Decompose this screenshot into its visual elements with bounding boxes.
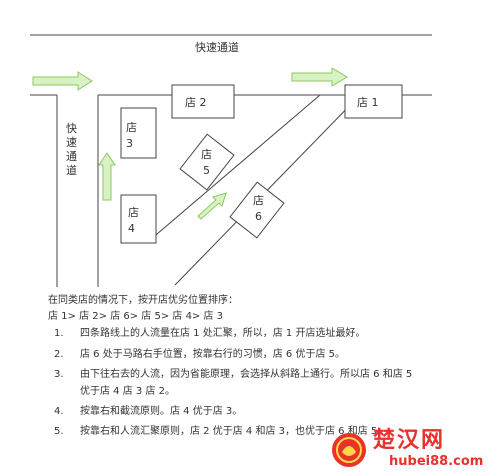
list-item-3-continued: 优于店 4 店 3 店 2。	[80, 386, 175, 397]
store-4-label-a: 店	[128, 205, 139, 219]
arrow-right-icon-top-left	[32, 71, 93, 91]
store-1-label: 店 1	[357, 95, 379, 109]
store-4-label-b: 4	[128, 222, 135, 235]
watermark-logo: 楚汉网 hubei88.com	[329, 429, 494, 471]
watermark-url: hubei88.com	[389, 454, 484, 469]
watermark-emblem-icon	[332, 433, 366, 467]
store-5-box	[179, 133, 235, 191]
list-item-1-text: 四条路线上的人流量在店 1 处汇聚，所以，店 1 开店选址最好。	[80, 328, 366, 339]
store-3-label-b: 3	[126, 137, 133, 150]
list-item-4-text: 按靠右和截流原则。店 4 优于店 3。	[80, 406, 243, 417]
store-6-box	[229, 181, 285, 239]
list-item-1-number: 1.	[54, 328, 64, 339]
list-item-3-number: 3.	[54, 369, 64, 380]
list-item-3-text: 由下往右去的人流，因为省能原理，会选择从斜路上通行。所以店 6 和店 5	[80, 369, 413, 380]
left-road-label-1: 快	[66, 122, 77, 135]
store-5-label-a: 店	[201, 147, 212, 161]
list-item-2-number: 2.	[54, 349, 64, 360]
store-3-label-a: 店	[126, 120, 137, 134]
arrow-right-icon-top-right	[291, 67, 348, 87]
top-road-label: 快速通道	[195, 40, 239, 54]
watermark-title: 楚汉网	[373, 428, 446, 453]
left-road-label-3: 通	[66, 150, 77, 163]
store-1-box	[344, 84, 403, 119]
list-item-5-number: 5.	[54, 426, 64, 437]
arrow-up-icon-left-road	[98, 152, 116, 201]
list-item-2-text: 店 6 处于马路右手位置，按靠右行的习惯，店 6 优于店 5。	[80, 349, 345, 360]
list-item-5-text: 按靠右和人流汇聚原则，店 2 优于店 4 和店 3，也优于店 6 和店 5。	[80, 426, 388, 437]
diagonal-road-upper-edge	[149, 94, 321, 241]
store-6-label-b: 6	[255, 210, 262, 223]
list-item-4-number: 4.	[54, 406, 64, 417]
store-3-box	[120, 107, 157, 159]
store-5-label-b: 5	[203, 164, 210, 177]
store-6-label-a: 店	[253, 193, 264, 207]
ranking-text: 店 1> 店 2> 店 6> 店 5> 店 4> 店 3	[48, 311, 224, 322]
left-road-label-2: 速	[66, 136, 77, 149]
arrow-diagonal-icon	[197, 192, 227, 220]
store-2-box	[171, 84, 235, 119]
store-location-diagram: 快速通道 快 速 通 道 店 1 店 2 店 3 店 4 店 5 店 6	[30, 34, 432, 287]
intro-text: 在同类店的情况下，按开店优劣位置排序：	[48, 295, 238, 306]
store-2-label: 店 2	[185, 95, 207, 109]
left-road-label-4: 道	[66, 163, 77, 177]
store-4-box	[120, 194, 157, 244]
